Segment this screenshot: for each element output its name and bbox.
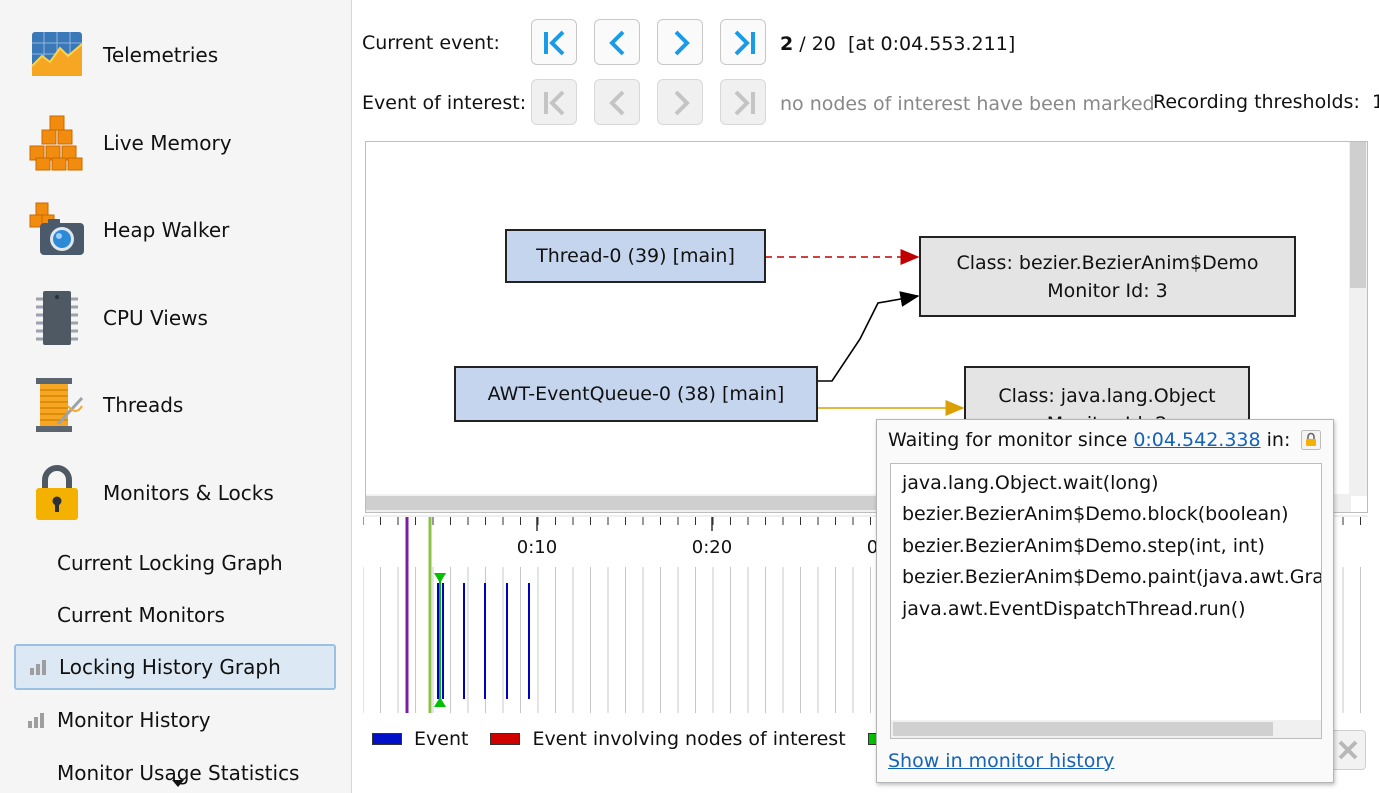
sidebar-subitem-label: Current Locking Graph [57, 551, 283, 575]
chevron-left-icon [609, 90, 625, 116]
sidebar-item-label: Live Memory [103, 131, 232, 155]
recording-thresholds: Recording thresholds: 1 [1153, 91, 1379, 113]
sidebar-subitem-label: Locking History Graph [59, 655, 281, 679]
chevron-right-icon [674, 30, 690, 56]
recording-thresholds-label: Recording thresholds: [1153, 91, 1360, 113]
bar-chart-icon [30, 660, 46, 675]
next-interest-button[interactable] [657, 79, 703, 125]
bar-chart-icon [28, 713, 44, 728]
sidebar-item-telemetries[interactable]: Telemetries [0, 15, 351, 95]
live-memory-icon [29, 115, 83, 171]
popup-time-link[interactable]: 0:04.542.338 [1133, 429, 1261, 451]
previous-event-button[interactable] [594, 19, 640, 65]
last-icon [734, 90, 755, 116]
event-time: [at 0:04.553.211] [848, 33, 1016, 55]
sidebar-subitem-monitor-history[interactable]: Monitor History [14, 697, 336, 743]
stack-frame[interactable]: bezier.BezierAnim$Demo.block(boolean) [902, 503, 1289, 525]
legend-label-interest: Event involving nodes of interest [532, 728, 846, 750]
last-event-button[interactable] [720, 19, 766, 65]
node-monitor-id: Monitor Id: 3 [1047, 279, 1168, 302]
event-total: / 20 [799, 33, 836, 55]
sidebar-item-label: Heap Walker [103, 218, 230, 242]
scrollbar-thumb[interactable] [366, 496, 886, 510]
event-index: 2 [780, 33, 794, 55]
sidebar-subitem-label: Monitor History [57, 708, 211, 732]
first-interest-button[interactable] [531, 79, 577, 125]
timeline-tick-label: 0:10 [516, 537, 558, 558]
stack-trace-list[interactable]: java.lang.Object.wait(long) bezier.Bezie… [890, 463, 1322, 739]
monitor-wait-tooltip: Waiting for monitor since 0:04.542.338 i… [876, 419, 1334, 783]
scroll-down-arrow-icon[interactable] [172, 780, 184, 787]
sidebar-item-monitors-locks[interactable]: Monitors & Locks [0, 453, 351, 533]
stack-horizontal-scrollbar[interactable] [891, 720, 1321, 738]
timeline-legend: Event Event involving nodes of interest [372, 728, 910, 750]
pin-lock-icon[interactable] [1301, 430, 1321, 450]
thread-node-awt-eventqueue[interactable]: AWT-EventQueue-0 (38) [main] [454, 366, 818, 422]
timeline-tick-label: 0:20 [691, 537, 733, 558]
sidebar-subitem-current-locking-graph[interactable]: Current Locking Graph [14, 540, 336, 586]
scrollbar-thumb[interactable] [1350, 142, 1366, 288]
no-nodes-message: no nodes of interest have been marked [780, 93, 1155, 115]
sidebar: Telemetries Live Memory Heap Walker [0, 0, 352, 793]
sidebar-subitem-locking-history-graph[interactable]: Locking History Graph [14, 644, 336, 690]
lock-icon [36, 465, 78, 520]
sidebar-item-threads[interactable]: Threads [0, 365, 351, 445]
previous-interest-button[interactable] [594, 79, 640, 125]
legend-label-event: Event [414, 728, 469, 750]
scrollbar-thumb[interactable] [893, 722, 1273, 736]
node-class-label: Class: bezier.BezierAnim$Demo [956, 251, 1259, 274]
telemetries-icon [31, 32, 83, 76]
last-interest-button[interactable] [720, 79, 766, 125]
popup-title-prefix: Waiting for monitor since [888, 429, 1128, 451]
sidebar-subitem-current-monitors[interactable]: Current Monitors [14, 592, 336, 638]
sidebar-subitem-label: Current Monitors [57, 603, 225, 627]
monitor-node-bezier-demo[interactable]: Class: bezier.BezierAnim$Demo Monitor Id… [919, 236, 1296, 317]
heap-walker-icon [29, 202, 84, 255]
legend-swatch-interest [490, 733, 521, 745]
current-event-label: Current event: [362, 32, 500, 54]
stack-frame[interactable]: bezier.BezierAnim$Demo.paint(java.awt.Gr… [902, 566, 1321, 588]
thread-node-thread-0[interactable]: Thread-0 (39) [main] [505, 229, 766, 283]
sidebar-item-label: Threads [103, 393, 184, 417]
sidebar-item-cpu-views[interactable]: CPU Views [0, 278, 351, 358]
threads-icon [36, 378, 84, 432]
graph-vertical-scrollbar[interactable] [1349, 142, 1367, 496]
current-event-marker-bottom [434, 697, 446, 707]
cpu-views-icon [36, 291, 78, 345]
chevron-right-icon [674, 90, 690, 116]
popup-title: Waiting for monitor since 0:04.542.338 i… [888, 429, 1290, 451]
last-icon [734, 30, 755, 56]
show-in-monitor-history-link[interactable]: Show in monitor history [888, 750, 1115, 772]
first-event-button[interactable] [531, 19, 577, 65]
node-label: AWT-EventQueue-0 (38) [main] [487, 383, 785, 405]
sidebar-item-label: Monitors & Locks [103, 481, 274, 505]
first-icon [544, 30, 565, 56]
recording-thresholds-value: 1 [1371, 91, 1379, 113]
stack-frame[interactable]: java.lang.Object.wait(long) [902, 472, 1159, 494]
stack-frame[interactable]: java.awt.EventDispatchThread.run() [902, 598, 1246, 620]
event-of-interest-label: Event of interest: [362, 92, 527, 114]
first-icon [544, 90, 565, 116]
sidebar-item-live-memory[interactable]: Live Memory [0, 103, 351, 183]
close-button[interactable] [1330, 730, 1366, 770]
graph-edges [765, 249, 965, 416]
sidebar-item-label: CPU Views [103, 306, 208, 330]
popup-title-suffix: in: [1266, 429, 1291, 451]
node-class-label: Class: java.lang.Object [998, 385, 1216, 407]
sidebar-item-heap-walker[interactable]: Heap Walker [0, 190, 351, 270]
next-event-button[interactable] [657, 19, 703, 65]
event-position: 2 / 20 [at 0:04.553.211] [780, 33, 1015, 55]
legend-swatch-event [372, 733, 402, 745]
chevron-left-icon [609, 30, 625, 56]
current-event-marker-top [434, 573, 446, 583]
close-icon [1338, 740, 1358, 760]
owns-edge [818, 291, 920, 382]
stack-frame[interactable]: bezier.BezierAnim$Demo.step(int, int) [902, 535, 1265, 557]
node-label: Thread-0 (39) [main] [536, 245, 735, 267]
sidebar-item-label: Telemetries [103, 43, 219, 67]
